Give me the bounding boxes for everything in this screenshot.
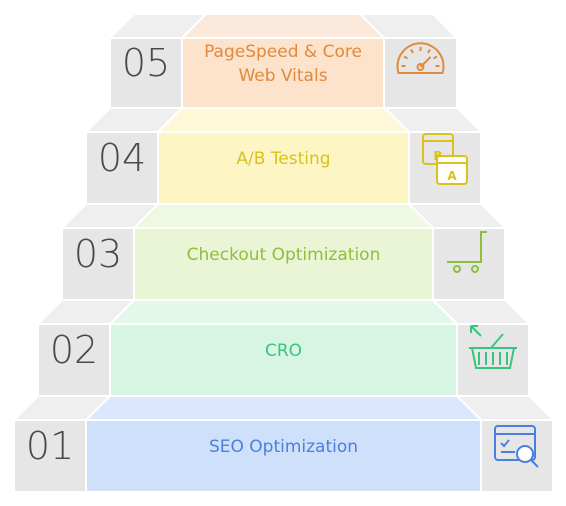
speedometer-icon — [396, 42, 445, 74]
step-top-center — [179, 13, 387, 39]
number-block — [109, 37, 183, 109]
number-block — [61, 227, 135, 301]
label-block — [85, 419, 482, 493]
step-label: SEO Optimization — [209, 437, 358, 457]
step-number: 05 — [122, 41, 170, 85]
step-number: 02 — [50, 328, 98, 372]
step-number: 03 — [74, 232, 122, 276]
step-01: 01 SEO Optimization — [11, 395, 556, 493]
number-block — [37, 323, 111, 397]
label-block — [109, 323, 458, 397]
step-03: 03 Checkout Optimization — [59, 203, 508, 301]
seo-icon — [494, 425, 539, 468]
shopping-cart-icon — [447, 231, 487, 273]
step-top-center — [83, 395, 484, 421]
number-block — [13, 419, 87, 493]
step-top-center — [107, 299, 460, 325]
step-number: 04 — [98, 136, 146, 180]
step-top-center — [131, 203, 436, 229]
step-label: CRO — [265, 341, 302, 361]
label-block — [133, 227, 434, 301]
icon-block — [432, 227, 506, 301]
basket-icon — [469, 325, 517, 369]
step-top-center — [155, 107, 412, 133]
step-label: A/B Testing — [236, 149, 330, 169]
step-02: 02 CRO — [35, 299, 532, 397]
step-04: 04 A/B Testing BA — [83, 107, 484, 205]
svg-text:A: A — [447, 169, 457, 183]
step-label: Checkout Optimization — [187, 245, 381, 265]
step-number: 01 — [26, 424, 74, 468]
ab-test-icon: BA — [422, 133, 468, 185]
